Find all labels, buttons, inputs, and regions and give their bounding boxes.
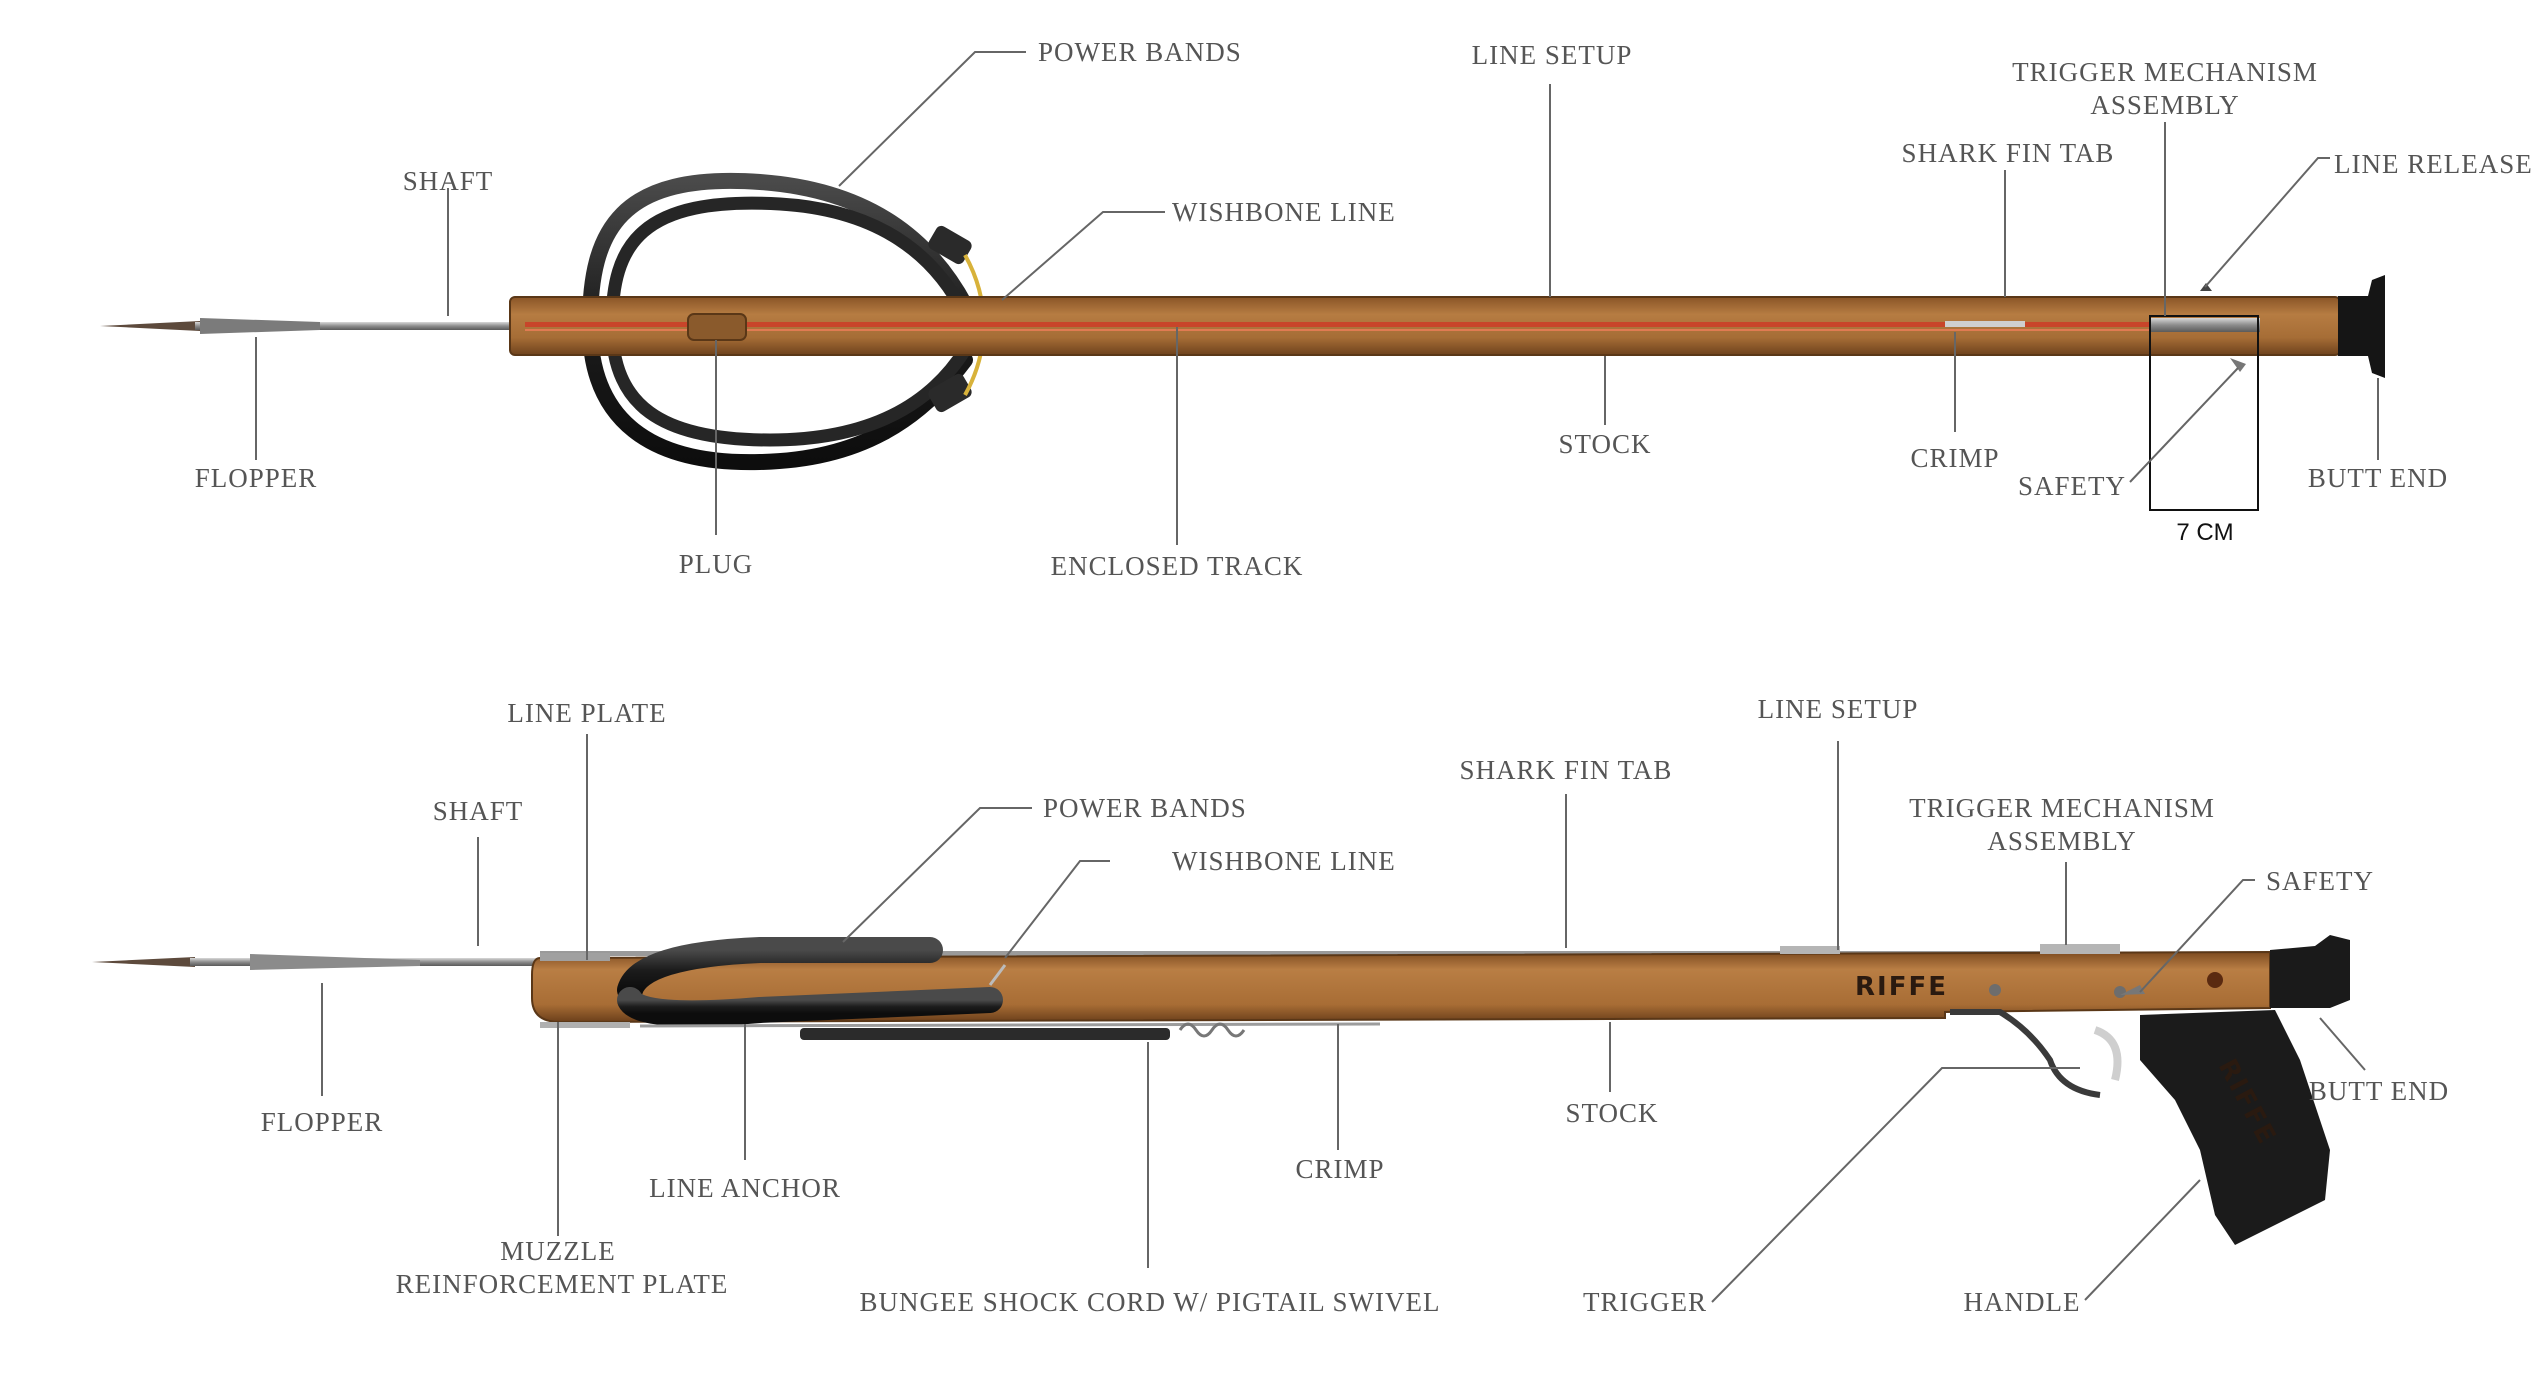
top-label-line-release: LINE RELEASE — [2334, 149, 2533, 179]
top-trigger-mech — [2150, 318, 2260, 332]
bottom-label-power-bands: POWER BANDS — [1043, 793, 1247, 823]
top-butt-end — [2338, 275, 2385, 378]
top-measure-label: 7 CM — [2176, 519, 2233, 546]
bottom-label-shark-fin-tab: SHARK FIN TAB — [1460, 755, 1673, 785]
top-measure-box — [2149, 315, 2259, 511]
top-label-shaft: SHAFT — [403, 166, 494, 196]
bottom-label-wishbone-line: WISHBONE LINE — [1172, 846, 1396, 876]
top-flopper — [200, 318, 320, 334]
bottom-shaft-tip — [92, 957, 195, 967]
bottom-label-flopper: FLOPPER — [261, 1107, 384, 1137]
top-speargun: 7 CM POWER BANDS LINE SETUP TRIGGER MECH… — [100, 37, 2533, 581]
top-label-crimp: CRIMP — [1910, 443, 1999, 473]
bottom-label-bungee: BUNGEE SHOCK CORD W/ PIGTAIL SWIVEL — [859, 1287, 1440, 1317]
bottom-label-trigger-mech-2: ASSEMBLY — [1987, 826, 2136, 856]
bottom-label-muzzle-1: MUZZLE — [500, 1236, 615, 1266]
bottom-trigger-mech — [2040, 944, 2120, 954]
top-label-safety: SAFETY — [2018, 471, 2126, 501]
bottom-label-trigger: TRIGGER — [1583, 1287, 1707, 1317]
bottom-handle — [2140, 1010, 2330, 1245]
bottom-brand-stock: RIFFE — [1855, 972, 1948, 1002]
top-shaft-tip — [100, 321, 200, 331]
top-enclosed-track — [525, 322, 2225, 327]
bottom-label-line-setup: LINE SETUP — [1758, 694, 1919, 724]
bottom-flopper — [250, 954, 420, 970]
top-shaft — [195, 322, 525, 330]
bottom-label-line-anchor: LINE ANCHOR — [649, 1173, 841, 1203]
bottom-label-crimp: CRIMP — [1295, 1154, 1384, 1184]
bottom-label-safety: SAFETY — [2266, 866, 2374, 896]
top-label-shark-fin-tab: SHARK FIN TAB — [1902, 138, 2115, 168]
bottom-label-butt-end: BUTT END — [2309, 1076, 2449, 1106]
bottom-label-handle: HANDLE — [1964, 1287, 2081, 1317]
top-safety-part — [2230, 358, 2246, 372]
top-label-plug: PLUG — [679, 549, 754, 579]
top-label-trigger-mech-1: TRIGGER MECHANISM — [2012, 57, 2318, 87]
top-label-power-bands: POWER BANDS — [1038, 37, 1242, 67]
bottom-speargun: RIFFE RIFFE — [92, 694, 2449, 1317]
top-label-line-setup: LINE SETUP — [1472, 40, 1633, 70]
bottom-bungee — [800, 1028, 1170, 1040]
top-label-wishbone-line: WISHBONE LINE — [1172, 197, 1396, 227]
bottom-label-shaft: SHAFT — [433, 796, 524, 826]
bottom-label-muzzle-2: REINFORCEMENT PLATE — [396, 1269, 729, 1299]
bottom-label-line-plate: LINE PLATE — [507, 698, 666, 728]
bottom-label-stock: STOCK — [1565, 1098, 1658, 1128]
bottom-safety-part — [2120, 985, 2145, 995]
top-label-trigger-mech-2: ASSEMBLY — [2090, 90, 2239, 120]
top-label-butt-end: BUTT END — [2308, 463, 2448, 493]
top-label-stock: STOCK — [1558, 429, 1651, 459]
bottom-label-trigger-mech-1: TRIGGER MECHANISM — [1909, 793, 2215, 823]
bottom-power-bands — [617, 937, 1007, 1027]
top-label-flopper: FLOPPER — [195, 463, 318, 493]
top-label-enclosed-track: ENCLOSED TRACK — [1051, 551, 1304, 581]
bottom-butt-end — [2270, 935, 2350, 1008]
bottom-trigger-part — [1950, 1009, 2101, 1098]
top-plug — [687, 313, 747, 341]
